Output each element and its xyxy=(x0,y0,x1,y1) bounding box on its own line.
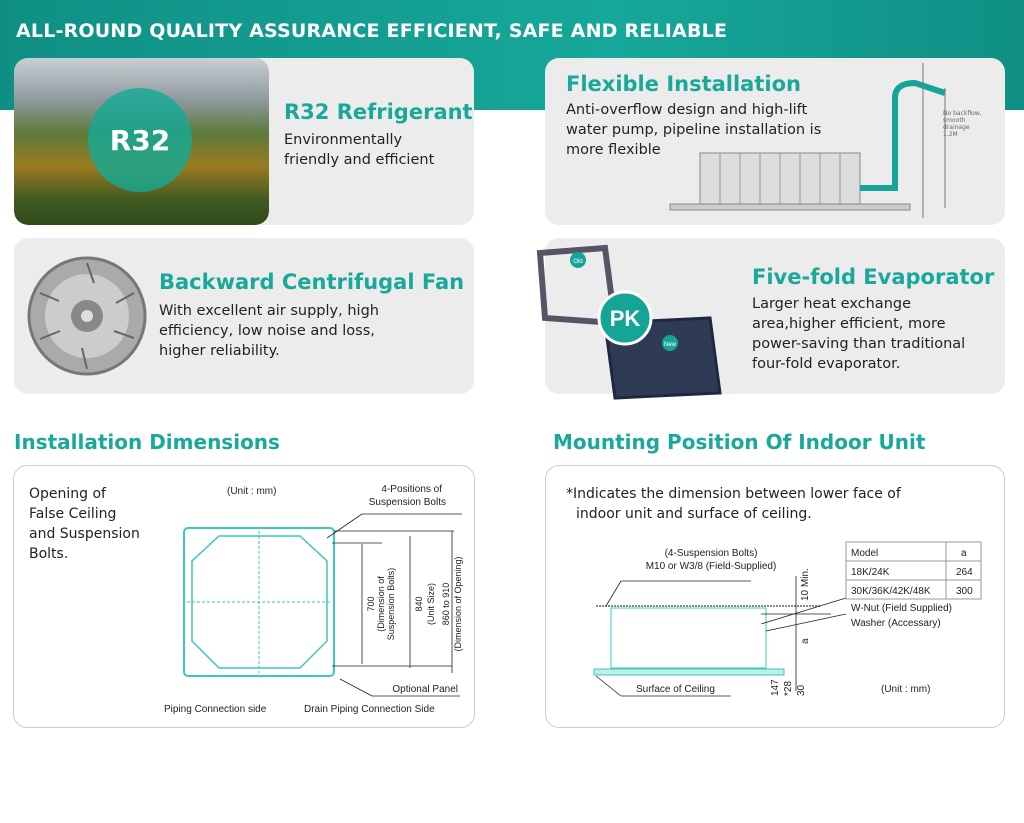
dim-opening-desc: (Dimension of Opening) xyxy=(453,556,463,651)
table-cell: 30K/36K/42K/48K xyxy=(851,586,931,597)
installation-diagram: (Unit : mm) 4-Positions of Suspension Bo… xyxy=(164,484,463,715)
card-five-fold-evaporator: Old New PK Five-fold Evaporator Larger h… xyxy=(536,238,1005,400)
piping-side-label: Piping Connection side xyxy=(164,704,267,715)
line: more flexible xyxy=(566,142,661,158)
table-cell: 264 xyxy=(956,567,973,578)
mounting-diagram: (4-Suspension Bolts) M10 or W3/8 (Field-… xyxy=(593,541,982,697)
card-r32: R32 R32 Refrigerant Environmentally frien… xyxy=(14,58,474,225)
line: Opening of xyxy=(29,486,106,502)
line: and Suspension xyxy=(29,526,140,542)
line: four-fold evaporator. xyxy=(752,356,901,372)
table-cell: 18K/24K xyxy=(851,567,890,578)
line: Bolts. xyxy=(29,546,69,562)
line: water pump, pipeline installation is xyxy=(566,122,822,138)
card-flexible-installation: Flexible Installation Anti-overflow desi… xyxy=(545,58,1005,225)
bolts-label: Suspension Bolts xyxy=(369,497,446,508)
line: area,higher efficient, more xyxy=(752,316,946,332)
banner-title: ALL-ROUND QUALITY ASSURANCE EFFICIENT, S… xyxy=(16,20,728,42)
line: No backflow, xyxy=(943,110,982,117)
pk-badge: PK xyxy=(610,306,641,331)
card-centrifugal-fan: Backward Centrifugal Fan With excellent … xyxy=(14,238,474,394)
old-label: Old xyxy=(573,259,582,265)
installation-dimensions-title: Installation Dimensions xyxy=(14,430,280,454)
table-cell: 300 xyxy=(956,586,973,597)
feature-title: Flexible Installation xyxy=(566,72,801,96)
dim-opening: 860 to 910 xyxy=(441,583,451,626)
evaporator-image: Old New PK xyxy=(536,244,722,400)
bolts-label: (4-Suspension Bolts) xyxy=(665,548,758,559)
dim-700-desc: (Dimension of xyxy=(376,576,386,632)
r32-badge-label: R32 xyxy=(109,123,171,157)
dim-840-desc: (Unit Size) xyxy=(426,583,436,625)
unit-label: (Unit : mm) xyxy=(881,684,930,695)
dim-700-desc: Suspension Bolts) xyxy=(386,568,396,641)
line: drainage xyxy=(943,124,970,131)
feature-title: Five-fold Evaporator xyxy=(752,265,995,289)
dim-a: a xyxy=(800,638,811,644)
line: With excellent air supply, high xyxy=(159,303,379,319)
feature-title: Backward Centrifugal Fan xyxy=(159,270,465,294)
dim-30: 30 xyxy=(796,684,807,696)
line: *Indicates the dimension between lower f… xyxy=(566,486,901,502)
feature-text: Environmentally friendly and efficient xyxy=(284,130,434,170)
new-label: New xyxy=(664,342,677,348)
feature-text: Anti-overflow design and high-lift water … xyxy=(566,100,821,160)
drain-side-label: Drain Piping Connection Side xyxy=(304,704,435,715)
unit-label: (Unit : mm) xyxy=(227,486,276,497)
r32-badge: R32 xyxy=(88,88,192,192)
line: smooth xyxy=(943,117,966,124)
min-label: 10 Min. xyxy=(800,568,811,601)
table-header-a: a xyxy=(961,548,967,559)
line: 1.2M xyxy=(943,131,958,138)
line: Anti-overflow design and high-lift xyxy=(566,102,808,118)
table-header-model: Model xyxy=(851,548,878,559)
line: False Ceiling xyxy=(29,506,117,522)
fan-image xyxy=(27,256,147,376)
surface-label: Surface of Ceiling xyxy=(636,684,715,695)
line: indoor unit and surface of ceiling. xyxy=(576,506,812,522)
bolts-label: 4-Positions of xyxy=(381,484,442,495)
optional-panel-label: Optional Panel xyxy=(392,684,458,695)
installation-illustration xyxy=(669,63,946,218)
mounting-position-title: Mounting Position Of Indoor Unit xyxy=(553,430,926,454)
line: efficiency, low noise and loss, xyxy=(159,323,375,339)
mounting-note: *Indicates the dimension between lower f… xyxy=(566,484,901,524)
feature-title: R32 Refrigerant xyxy=(284,100,473,124)
mounting-position-box: *Indicates the dimension between lower f… xyxy=(545,465,1005,728)
wnut-label: W-Nut (Field Supplied) xyxy=(851,603,952,614)
dim-840: 840 xyxy=(414,596,424,611)
washer-label: Washer (Accessary) xyxy=(851,618,941,629)
line: Larger heat exchange xyxy=(752,296,912,312)
line: higher reliability. xyxy=(159,343,280,359)
line: Environmentally xyxy=(284,132,403,148)
bolts-label: M10 or W3/8 (Field-Supplied) xyxy=(646,561,777,572)
line: power-saving than traditional xyxy=(752,336,966,352)
dim-700: 700 xyxy=(366,596,376,611)
dim-28: *28 xyxy=(783,681,794,696)
feature-text: Larger heat exchange area,higher efficien… xyxy=(752,294,965,374)
dim-147: 147 xyxy=(770,679,781,696)
feature-text: With excellent air supply, high efficienc… xyxy=(159,301,379,361)
line: friendly and efficient xyxy=(284,152,435,168)
